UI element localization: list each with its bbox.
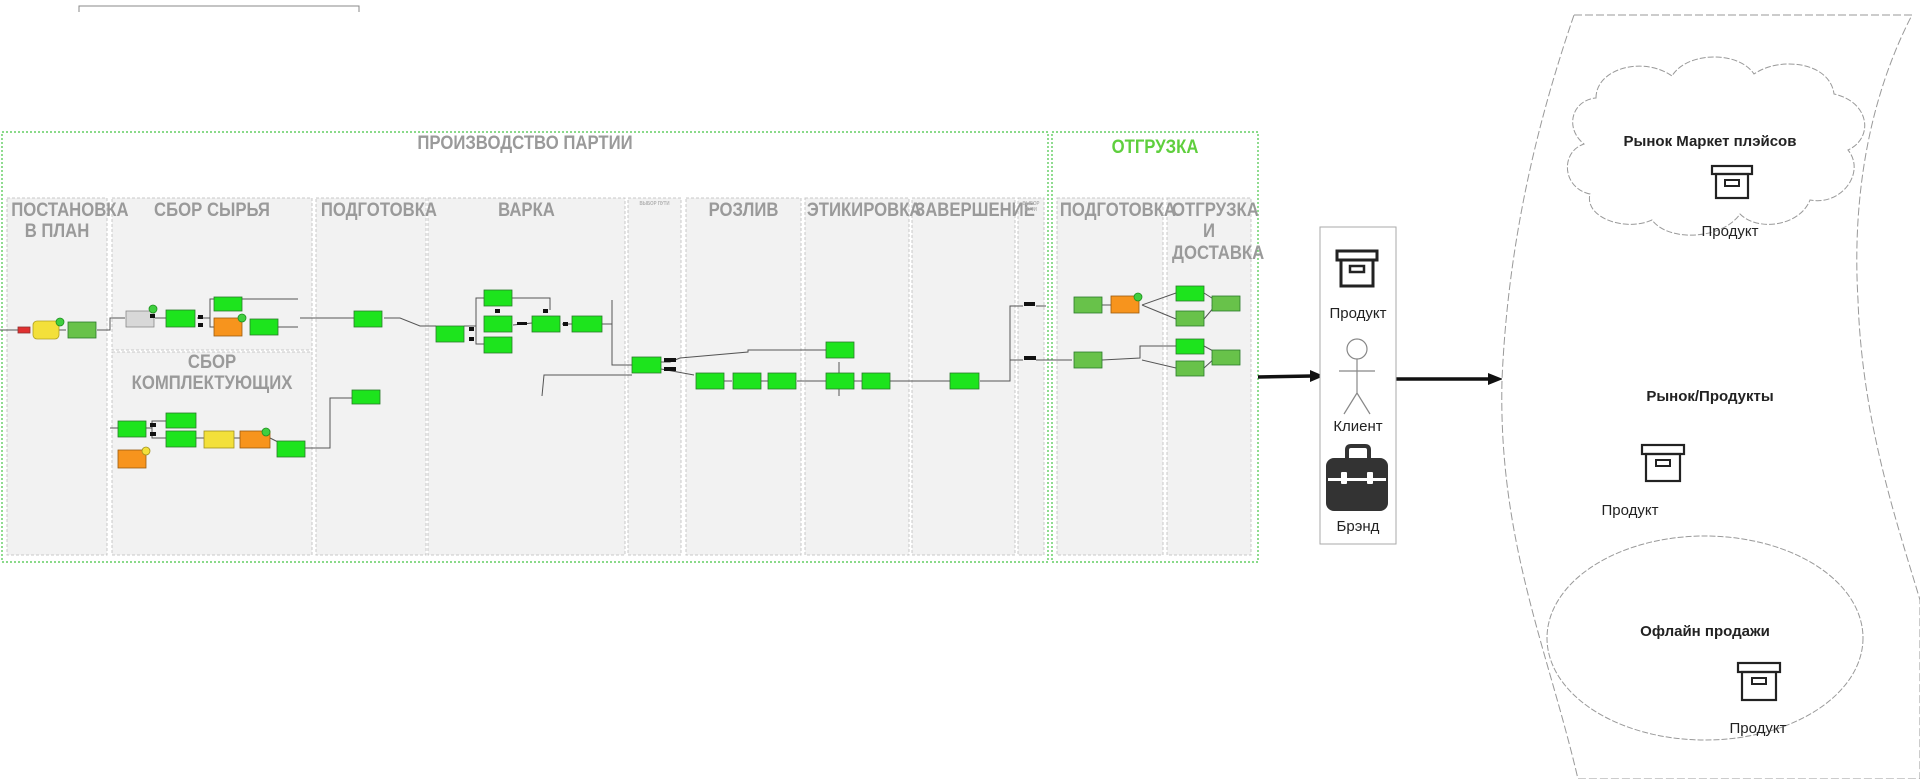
offline-box-icon xyxy=(1736,661,1782,702)
lane-header-finish: ЗАВЕРШЕНИЕ xyxy=(914,200,1035,221)
task-comp-7 xyxy=(276,440,306,458)
event-comp xyxy=(141,446,151,456)
products-product-label: Продукт xyxy=(1601,502,1659,519)
production-pool xyxy=(1,131,1049,563)
client-person-icon xyxy=(1339,338,1375,415)
lane-plan xyxy=(6,197,108,556)
lane-path-choice xyxy=(627,197,682,556)
products-box-icon xyxy=(1640,443,1686,483)
lane-delivery xyxy=(1166,197,1252,556)
task-comp-2 xyxy=(117,449,147,469)
task-deliv-2 xyxy=(1175,310,1205,327)
task-shapes xyxy=(17,285,1241,469)
event-comp-2 xyxy=(261,427,271,437)
task-label-3 xyxy=(861,372,891,390)
start-event xyxy=(17,326,31,334)
lane-header-brew: ВАРКА xyxy=(498,200,555,221)
lane-header-path-choice2: ВЫБОР ПУТИ xyxy=(1022,201,1040,213)
lane-header-prep: ПОДГОТОВКА xyxy=(320,200,437,221)
task-plan-2 xyxy=(67,321,97,339)
actor-client-label: Клиент xyxy=(1333,418,1383,435)
task-bottle-1 xyxy=(695,372,725,390)
lane-header-plan: ПОСТАНОВКА В ПЛАН xyxy=(11,200,129,243)
task-raw-4 xyxy=(249,318,279,336)
lane-labeling xyxy=(804,197,910,556)
shipping-pool xyxy=(1051,131,1259,563)
task-comp-6 xyxy=(239,430,271,449)
task-brew-4 xyxy=(483,336,513,354)
task-prep-2 xyxy=(351,389,381,405)
task-bottle-3 xyxy=(767,372,797,390)
task-comp-5 xyxy=(203,430,235,449)
task-prep-1 xyxy=(353,310,383,328)
offline-title: Офлайн продажи xyxy=(1640,623,1770,640)
arrow-to-client xyxy=(1257,374,1313,379)
lane-header-raw: СБОР СЫРЬЯ xyxy=(154,200,270,221)
marketplaces-cloud xyxy=(1567,56,1866,236)
top-bracket xyxy=(78,5,360,12)
event-plan xyxy=(55,317,65,327)
product-box-icon xyxy=(1335,249,1379,288)
lane-brew xyxy=(427,197,626,556)
gateway-markers xyxy=(150,302,1036,436)
arrow-head-market xyxy=(1488,373,1503,385)
task-brew-2 xyxy=(483,289,513,307)
event-raw xyxy=(148,304,158,314)
task-deliv-4 xyxy=(1175,338,1205,355)
task-brew-5 xyxy=(531,315,561,333)
task-ship-1 xyxy=(1073,296,1103,314)
task-choice-1 xyxy=(631,356,662,374)
task-brew-3 xyxy=(483,315,513,333)
marketplaces-title: Рынок Маркет плэйсов xyxy=(1623,133,1797,150)
task-raw-1 xyxy=(165,309,196,328)
task-comp-3 xyxy=(165,412,197,429)
lane-header-bottling: РОЗЛИВ xyxy=(708,200,779,221)
briefcase-icon xyxy=(1326,444,1388,511)
offline-product-label: Продукт xyxy=(1729,720,1787,737)
lane-header-components: СБОР КОМПЛЕКТУЮЩИХ xyxy=(131,352,293,395)
actor-product-label: Продукт xyxy=(1329,305,1387,322)
arrow-head-client xyxy=(1310,370,1324,382)
task-brew-1 xyxy=(435,325,465,343)
task-raw-3 xyxy=(213,317,243,337)
offline-ellipse xyxy=(1546,535,1864,741)
lane-header-ship-prep: ПОДГОТОВКА xyxy=(1059,200,1176,221)
lane-prep xyxy=(315,197,427,556)
marketplaces-box-icon xyxy=(1710,164,1754,200)
task-brew-6 xyxy=(571,315,603,333)
task-label-2 xyxy=(825,372,855,390)
lane-path-choice2 xyxy=(1017,197,1045,556)
task-deliv-3 xyxy=(1211,295,1241,312)
task-comp-1 xyxy=(117,420,147,438)
task-raw-request xyxy=(125,310,155,328)
actor-brand-label: Брэнд xyxy=(1336,518,1380,535)
task-deliv-6 xyxy=(1211,349,1241,366)
lane-header-path-choice: ВЫБОР ПУТИ xyxy=(639,201,670,207)
shipping-title: ОТГРУЗКА xyxy=(1111,137,1199,158)
task-finish-1 xyxy=(949,372,980,390)
production-title: ПРОИЗВОДСТВО ПАРТИИ xyxy=(417,133,633,154)
event-ship xyxy=(1133,292,1143,302)
task-deliv-1 xyxy=(1175,285,1205,302)
marketplaces-product-label: Продукт xyxy=(1701,223,1759,240)
task-ship-3 xyxy=(1073,351,1103,369)
task-comp-4 xyxy=(165,430,197,448)
task-bottle-2 xyxy=(732,372,762,390)
lane-ship-prep xyxy=(1056,197,1164,556)
task-deliv-5 xyxy=(1175,360,1205,377)
task-label-1 xyxy=(825,341,855,359)
task-plan xyxy=(32,320,60,340)
event-raw-2 xyxy=(237,313,247,323)
products-title: Рынок/Продукты xyxy=(1646,388,1774,405)
task-ship-2 xyxy=(1110,295,1140,314)
lane-header-labeling: ЭТИКИРОВКА xyxy=(806,200,922,221)
lane-header-delivery: ОТГРУЗКА И ДОСТАВКА xyxy=(1172,200,1265,264)
task-raw-2 xyxy=(213,296,243,312)
